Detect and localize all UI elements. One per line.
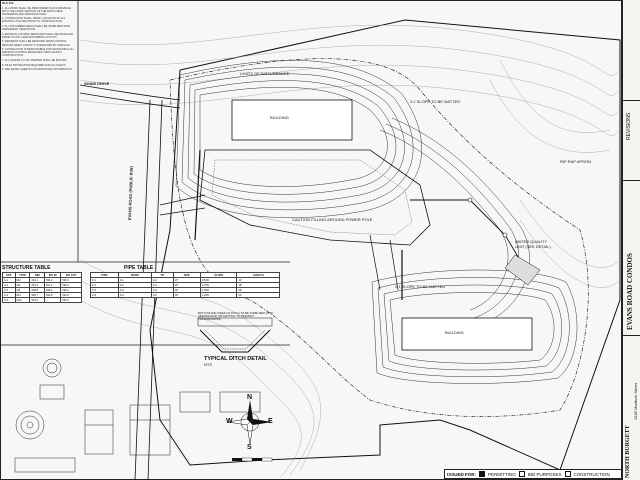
- note-item: 6. CONTRACTOR IS RESPONSIBLE FOR MAINTAI…: [2, 48, 75, 58]
- construction-checkbox[interactable]: [564, 471, 571, 477]
- lod-label: LIMITS OF DISTURBANCE: [240, 71, 290, 76]
- revisions-label: REVISIONS: [626, 112, 632, 140]
- note-item: 4. EROSION CONTROL MEASURES SHALL BE INS…: [2, 32, 74, 39]
- table-cell: 594.0: [29, 297, 45, 303]
- riprap-apron: [504, 254, 541, 286]
- permitting-label: PERMITTING: [488, 471, 516, 477]
- bid-label: BID PURPOSES: [527, 471, 562, 477]
- compass-east-label: E: [268, 418, 273, 425]
- scale-bar: [232, 457, 273, 462]
- parking-lot: [199, 149, 431, 246]
- issue-status-bar: ISSUED FOR: PERMITTING BID PURPOSES CONS…: [444, 469, 622, 479]
- riprap-label: RIP RAP APRON: [560, 159, 591, 164]
- project-title: EVANS ROAD CONDOS: [626, 253, 634, 330]
- title-block: REVISIONS EVANS ROAD CONDOS NORTH BURGET…: [622, 0, 640, 480]
- note-item: 9. SEE DETAIL SHEETS FOR ADDITIONAL INFO…: [2, 68, 73, 72]
- table-cell: S-5: [2, 297, 16, 303]
- compass-north-label: N: [247, 394, 253, 401]
- storm-pipe: [410, 199, 521, 261]
- pipe-table-title: PIPE TABLE: [124, 265, 154, 271]
- title-divider: [623, 100, 640, 101]
- table-cell: 593.5: [60, 297, 82, 303]
- shaw-drive: [79, 84, 181, 109]
- construction-label: CONSTRUCTION: [573, 471, 610, 477]
- north-arrow: [227, 400, 272, 445]
- issued-for-label: ISSUED FOR:: [447, 471, 477, 477]
- building-a-label: BUILDING: [270, 115, 289, 120]
- table-cell: --: [43, 297, 62, 303]
- building-a-footprint: [231, 99, 353, 141]
- firm-name: NORTH BURGETT: [625, 425, 631, 478]
- table-cell: FES: [14, 297, 31, 303]
- ditch-note: BOTTOM AND SIDES OF DITCH TO BE STABILIZ…: [198, 311, 274, 322]
- permitting-checkbox[interactable]: [479, 471, 486, 477]
- notes-heading: NOTES:: [2, 2, 15, 5]
- ditch-detail-title: TYPICAL DITCH DETAIL: [204, 356, 267, 362]
- note-item: 5. SEDIMENT SHALL BE REMOVED FROM CONTRO…: [2, 40, 71, 47]
- table-cell: S-5: [150, 292, 174, 298]
- ditch-detail-scale: NTS: [204, 362, 212, 367]
- bid-checkbox[interactable]: [518, 471, 525, 477]
- note-item: 8. INLET PROTECTION REQUIRED FOR ALL INL…: [2, 63, 67, 67]
- inlet-details: [14, 358, 261, 473]
- water-quality-label: WATER QUALITY UNIT (SEE DETAIL): [515, 239, 551, 249]
- title-divider: [623, 180, 640, 181]
- compass-west-label: W: [226, 418, 233, 425]
- compass-south-label: S: [247, 444, 252, 451]
- firm-address: 1545 Madison Street: [633, 383, 638, 420]
- note-item: 7. ALL SLOPES 3:1 OR STEEPER SHALL BE MA…: [2, 58, 68, 62]
- shaw-drive-label: SHAW DRIVE: [84, 81, 110, 86]
- note-item: 3. ALL DISTURBED AREAS SHALL BE STABILIZ…: [2, 25, 71, 32]
- table-cell: S-4: [117, 292, 152, 298]
- general-notes: NOTES: 1. ALL WORK SHALL BE PERFORMED IN…: [2, 2, 78, 246]
- table-cell: P-4: [90, 292, 119, 298]
- structure-table-title: STRUCTURE TABLE: [2, 265, 51, 271]
- building-b-footprint: [401, 317, 533, 351]
- slope-note: 2:1 SLOPE TO BE MATTED: [410, 99, 461, 104]
- note-item: 2. CONTRACTOR SHALL VERIFY LOCATION OF A…: [2, 17, 66, 24]
- property-boundary: [149, 19, 621, 471]
- table-cell: 1.20%: [199, 292, 238, 298]
- building-b-label: BUILDING: [445, 330, 464, 335]
- table-cell: 18": [172, 292, 201, 298]
- caution-label: CAUTION FILLING AROUND POWER POLE: [292, 217, 373, 222]
- ditch-detail-drawing: [197, 317, 273, 353]
- note-item: 1. ALL WORK SHALL BE PERFORMED IN ACCORD…: [2, 6, 71, 16]
- title-divider: [623, 335, 640, 336]
- slope-note: 2:1 SLOPE TO BE MATTED: [395, 284, 446, 289]
- table-cell: 64': [236, 292, 280, 298]
